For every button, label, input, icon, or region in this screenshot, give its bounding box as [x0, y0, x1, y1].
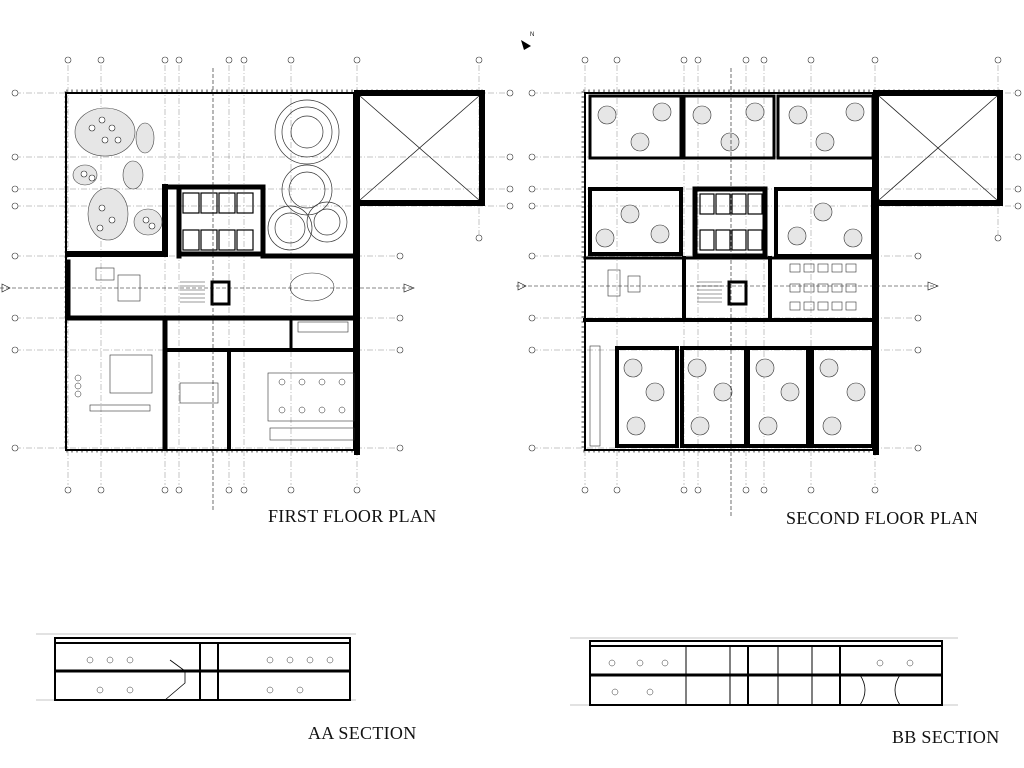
sf-desks [589, 263, 857, 447]
ff-void-cross [359, 95, 480, 201]
aa-section [36, 633, 356, 701]
ff-walls [65, 90, 485, 455]
second-floor-plan-title: SECOND FLOOR PLAN [786, 508, 979, 528]
ff-stair [180, 281, 205, 303]
aa-section-title: AA SECTION [308, 723, 417, 743]
north-arrow-icon [521, 40, 531, 50]
ff-lounge-seating [72, 107, 163, 241]
ff-lounge-chairs [80, 116, 156, 232]
sf-wc-stalls [699, 193, 763, 251]
ff-grid-bubbles [11, 56, 514, 494]
ff-section-markers [0, 68, 415, 512]
ff-round-platforms [267, 99, 348, 251]
sf-walls [583, 90, 1003, 455]
bb-section [570, 637, 958, 706]
first-floor-plan [0, 56, 514, 512]
sf-section-markers [516, 68, 939, 516]
sf-void-cross [878, 95, 998, 201]
sf-grid-bubbles [528, 56, 1022, 494]
bb-section-title: BB SECTION [892, 727, 1000, 747]
second-floor-plan [516, 56, 1022, 516]
ff-furniture [89, 267, 355, 441]
ff-wc-stalls [182, 192, 254, 251]
north-label: N [530, 32, 535, 38]
first-floor-plan-title: FIRST FLOOR PLAN [268, 506, 437, 526]
sf-stair [697, 281, 722, 303]
sf-round-pods [595, 102, 866, 436]
ff-fixtures [74, 374, 346, 414]
